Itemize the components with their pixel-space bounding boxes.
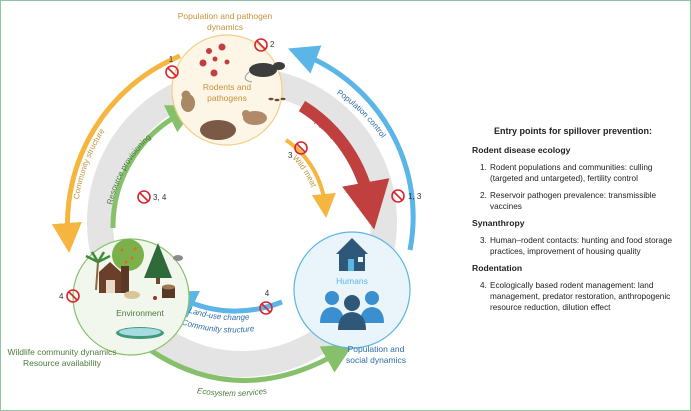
legend-panel: Entry points for spillover prevention: R… <box>472 126 684 319</box>
legend-item-number: 1. <box>480 163 487 172</box>
svg-text:3, 4: 3, 4 <box>153 193 167 202</box>
population-control-arrow <box>288 45 416 251</box>
humans-label: Humans <box>336 276 368 286</box>
palm-tree-icon <box>85 251 111 291</box>
environment-caption-2: Resource availability <box>23 358 102 368</box>
pathogen-icon <box>199 43 230 77</box>
humans-caption-1: Population and <box>348 344 405 354</box>
svg-text:4: 4 <box>59 292 64 301</box>
no-entry-marker-3-4: 3, 4 <box>137 190 167 204</box>
environment-caption-1: Wildlife community dynamics <box>7 347 116 357</box>
svg-text:3: 3 <box>288 151 293 160</box>
legend-item-text: Human–rodent contacts: hunting and food … <box>490 236 673 256</box>
environment-label: Environment <box>116 308 164 318</box>
svg-text:4: 4 <box>265 289 270 298</box>
wild-meat-arrow <box>284 138 336 218</box>
legend-item: 1. Rodent populations and communities: c… <box>480 162 684 184</box>
insect-icon <box>153 296 157 300</box>
ecosystem-services-arrow <box>148 344 353 383</box>
humans-caption-2: social dynamics <box>346 355 406 365</box>
resource-provisioning-arrow <box>110 105 198 229</box>
svg-text:1: 1 <box>169 55 174 64</box>
rodents-label-1: Rodents and <box>203 82 251 92</box>
rat-icon <box>244 62 285 83</box>
legend-item-number: 2. <box>480 191 487 200</box>
ecosystem-services-label: Ecosystem services <box>197 386 268 398</box>
legend-section-heading: Rodentation <box>472 263 523 273</box>
orchard-tree-icon <box>112 239 144 271</box>
legend-item: 2. Reservoir pathogen prevalence: transm… <box>480 190 684 212</box>
rodents-caption-2: dynamics <box>207 22 243 32</box>
no-entry-marker-4-landuse: 4 <box>259 289 273 315</box>
no-entry-marker-1: 1 <box>165 55 179 79</box>
pine-tree-icon <box>144 243 172 284</box>
bird-icon <box>173 255 183 261</box>
humans-node: Humans <box>293 231 411 349</box>
vole-icon <box>200 120 236 140</box>
pond-icon <box>116 327 164 339</box>
svg-text:2: 2 <box>270 40 275 49</box>
rodents-label-2: pathogens <box>207 93 247 103</box>
legend-section-heading: Rodent disease ecology <box>472 145 571 155</box>
legend-title: Entry points for spillover prevention: <box>493 126 653 136</box>
house-icon <box>336 238 368 271</box>
people-icon <box>320 291 384 330</box>
barn-icon <box>99 262 129 293</box>
legend-item-number: 4. <box>480 281 487 290</box>
svg-text:1, 3: 1, 3 <box>408 192 422 201</box>
legend-section-heading: Synanthropy <box>472 218 525 228</box>
legend-item-text: Rodent populations and communities: cull… <box>490 163 653 183</box>
no-entry-marker-1-3: 1, 3 <box>391 189 422 203</box>
chipmunk-icon <box>181 90 195 112</box>
legend-item-number: 3. <box>480 236 487 245</box>
tree-stump-icon <box>162 284 175 298</box>
environment-node: Environment <box>72 238 190 356</box>
legend-item-text: Reservoir pathogen prevalence: transmiss… <box>490 191 657 211</box>
mouse-icon <box>242 110 267 125</box>
pathogen-spillover-arrow <box>298 100 390 230</box>
no-entry-marker-4-env: 4 <box>59 289 80 303</box>
legend-item: 3. Human–rodent contacts: hunting and fo… <box>480 235 684 257</box>
rodents-caption-1: Population and pathogen <box>178 11 273 21</box>
no-entry-marker-3: 3 <box>288 141 308 160</box>
legend-item-text: Ecologically based rodent management: la… <box>490 281 671 312</box>
no-entry-marker-2: 2 <box>254 38 275 52</box>
grain-pile-icon <box>124 291 140 299</box>
community-structure-arrow <box>51 53 181 253</box>
droppings-icon <box>268 97 286 102</box>
legend-item: 4. Ecologically based rodent management:… <box>480 280 684 313</box>
rodents-node: Rodents and pathogens <box>171 34 286 146</box>
